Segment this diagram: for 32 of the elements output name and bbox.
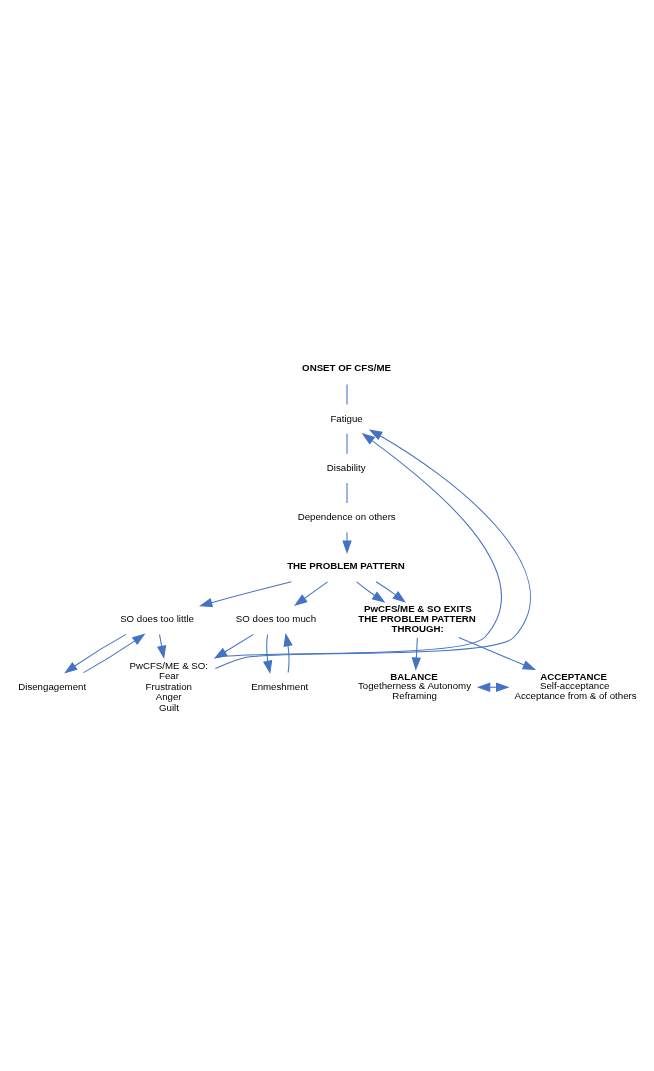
arrow <box>476 682 510 692</box>
arrow <box>293 580 329 606</box>
node-text: SO does too much <box>235 612 317 624</box>
arrow <box>356 580 386 603</box>
arrow <box>157 633 167 659</box>
arrow <box>458 636 537 670</box>
arrow <box>411 636 422 671</box>
arrow <box>342 531 352 554</box>
node-text: ACCEPTANCE Self-acceptance Acceptance from & of others <box>514 670 637 701</box>
node-text: ONSET OF CFS/ME <box>302 361 391 373</box>
connector <box>346 482 348 504</box>
arrow <box>213 633 254 659</box>
node-text: BALANCE Togetherness & Autonomy Reframing <box>357 670 472 701</box>
node-text: SO does too little <box>120 612 194 624</box>
arrow <box>214 428 531 669</box>
node-text: Disengagement <box>18 680 87 692</box>
node-text: Fatigue <box>330 412 363 424</box>
arrow <box>283 632 293 673</box>
arrow <box>263 633 273 674</box>
node-text: Disability <box>326 461 366 473</box>
node-text: Dependence on others <box>297 510 396 522</box>
connector <box>346 383 348 405</box>
node-text: PwCFS/ME & SO: Fear Frustration Anger Guilt <box>129 659 209 713</box>
arrow <box>83 632 146 673</box>
node-text: Enmeshment <box>251 680 309 692</box>
arrow <box>215 432 502 658</box>
node-text: THE PROBLEM PATTERN <box>287 559 405 571</box>
arrow <box>375 580 406 603</box>
arrow <box>198 580 292 607</box>
connector <box>346 432 348 454</box>
node-text: PwCFS/ME & SO EXITS THE PROBLEM PATTERN THROUGH: <box>358 602 476 634</box>
arrow <box>64 633 127 674</box>
